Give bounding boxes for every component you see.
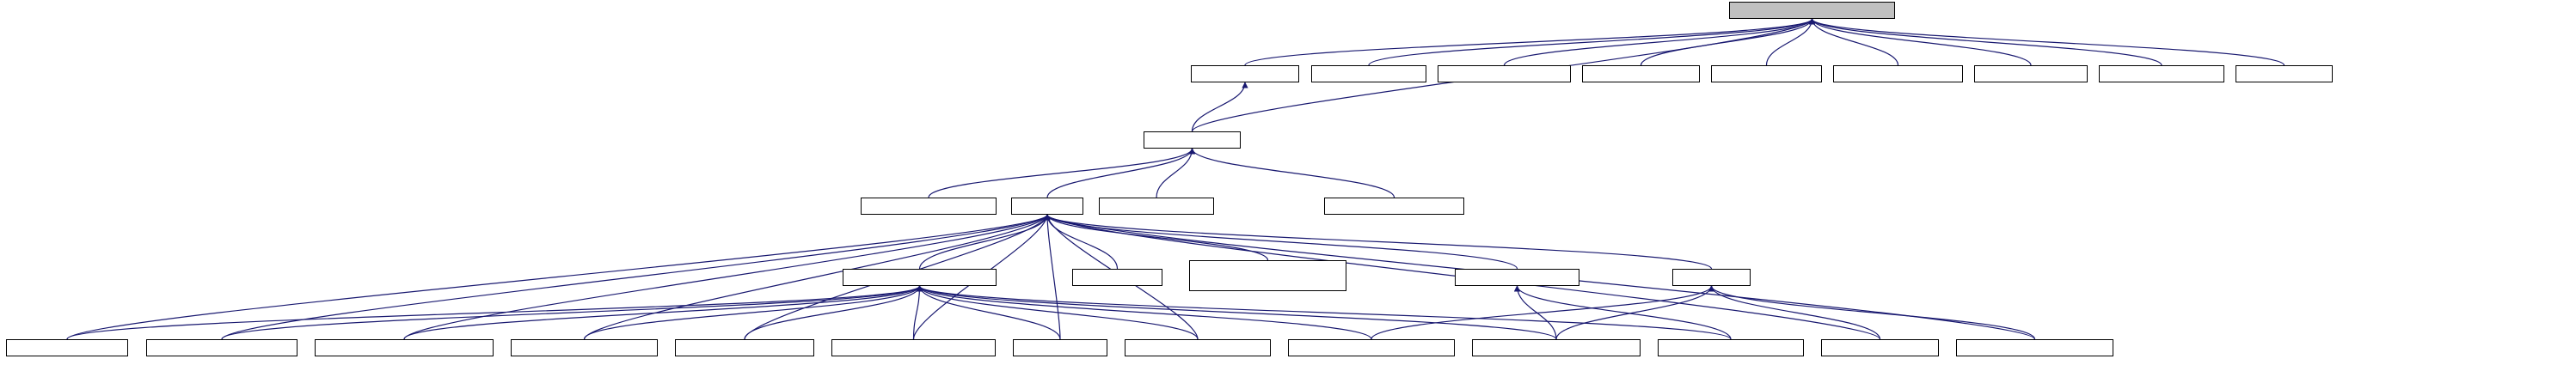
graph-edge (1156, 148, 1196, 198)
graph-edge (1044, 214, 1061, 340)
graph-node-test-deprecated-ur-driver-construction-cpp[interactable] (1189, 260, 1346, 291)
graph-edge (918, 214, 1051, 270)
graph-edge (1555, 285, 1715, 340)
graph-node-test-primary-client-cpp[interactable] (1324, 198, 1464, 215)
graph-edge (912, 285, 923, 340)
graph-edge (1191, 82, 1248, 132)
graph-edge (1046, 148, 1196, 198)
graph-edge (221, 285, 923, 340)
graph-node-robot-message-cpp[interactable] (1711, 65, 1822, 82)
graph-node-example-robot-wrapper-h[interactable] (843, 269, 997, 286)
graph-node-trajectory-point-interface-cpp[interactable] (315, 339, 494, 356)
graph-node-test-ur-driver-cpp[interactable] (1821, 339, 1939, 356)
graph-edge (928, 148, 1196, 198)
graph-edge (1808, 18, 2032, 66)
graph-node-instruction-executor-cpp-2[interactable] (1658, 339, 1804, 356)
graph-edge (1640, 18, 1816, 66)
graph-edge (917, 285, 1557, 340)
graph-edge (1244, 18, 1815, 66)
graph-node-test-utils-h[interactable] (1672, 269, 1751, 286)
graph-edge (917, 285, 1372, 340)
graph-edge (1044, 214, 1269, 261)
graph-edge (916, 285, 1061, 340)
graph-edge (1371, 285, 1715, 340)
graph-node-robot-mode-data-cpp[interactable] (2099, 65, 2224, 82)
graph-edge (1513, 285, 1557, 340)
graph-node-configuration-data-cpp[interactable] (1833, 65, 1963, 82)
graph-node-robot-state-cpp[interactable] (2236, 65, 2333, 82)
graph-node-primary-consumer-h[interactable] (1191, 65, 1299, 82)
graph-node-test-instruction-executor-cpp[interactable] (1472, 339, 1641, 356)
graph-node-instruction-executor-cpp[interactable] (1125, 339, 1271, 356)
graph-edge (1368, 18, 1815, 66)
graph-edge (1188, 148, 1395, 198)
graph-node-test-spline-interpolation-cpp[interactable] (1288, 339, 1455, 356)
graph-edge (1808, 18, 1899, 66)
graph-node-version-message-cpp[interactable] (1582, 65, 1700, 82)
graph-node-test-dashboard-client-cpp[interactable] (1956, 339, 2113, 356)
graph-edge (1809, 18, 2162, 66)
graph-node-spline-example-cpp[interactable] (6, 339, 128, 356)
graph-node-primary-client-cpp[interactable] (1099, 198, 1214, 215)
graph-edge (1044, 214, 1713, 270)
graph-node-force-mode-example-cpp[interactable] (511, 339, 658, 356)
graph-node-instruction-executor-h[interactable] (1455, 269, 1579, 286)
graph-node-abstract-primary-consumer-h[interactable] (1729, 2, 1895, 19)
graph-node-kinematics-info-cpp[interactable] (1974, 65, 2088, 82)
graph-edge (1503, 18, 1816, 66)
graph-edge (1809, 18, 2285, 66)
graph-edge (1708, 285, 2036, 340)
graph-node-primary-package-cpp[interactable] (1311, 65, 1426, 82)
graph-node-freedrive-example-cpp[interactable] (675, 339, 814, 356)
graph-node-dashboard-example-cpp[interactable] (861, 198, 997, 215)
graph-node-error-code-message-cpp[interactable] (1438, 65, 1571, 82)
graph-edge (403, 285, 923, 340)
graph-edge (917, 285, 1732, 340)
graph-node-example-robot-wrapper-cpp[interactable] (831, 339, 996, 356)
graph-node-tool-contact-example-cpp[interactable] (146, 339, 297, 356)
graph-node-full-driver-cpp[interactable] (1013, 339, 1107, 356)
graph-edge (583, 285, 923, 340)
graph-edge (744, 285, 923, 340)
graph-edge (66, 285, 923, 340)
graph-edge (1513, 285, 1732, 340)
graph-edge (1708, 285, 1881, 340)
graph-edge (916, 285, 1199, 340)
graph-node-ur-driver-cpp[interactable] (1072, 269, 1162, 286)
graph-edge (1044, 214, 1119, 270)
graph-node-primary-client-h[interactable] (1144, 131, 1241, 149)
graph-node-ur-driver-h[interactable] (1011, 198, 1083, 215)
graph-edge (1765, 18, 1816, 66)
